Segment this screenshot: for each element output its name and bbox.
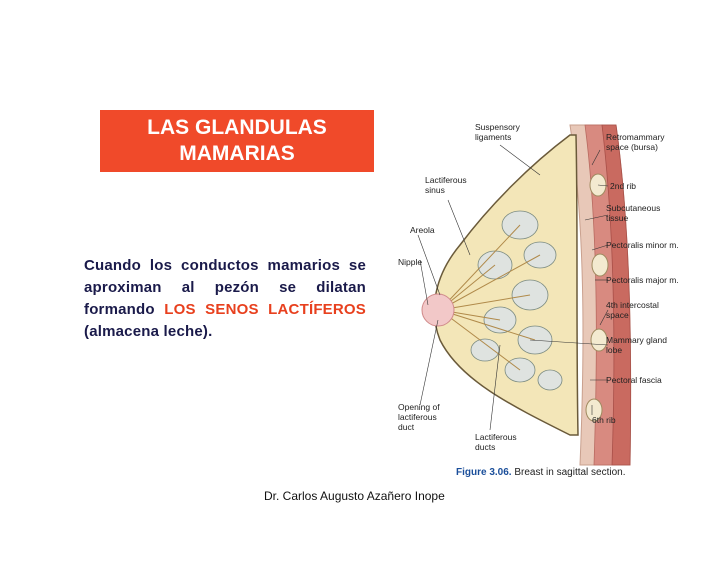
label-subcutaneous-2: tissue [606,213,628,223]
breast-sagittal-figure: Suspensory ligaments Retromammary space … [380,105,720,480]
caption-bold: Figure 3.06. [456,467,512,478]
label-opening-3: duct [398,422,415,432]
label-mammary-lobe-2: lobe [606,345,622,355]
label-pectoralis-major: Pectoralis major m. [606,275,679,285]
slide-footer-author: Dr. Carlos Augusto Azañero Inope [264,489,445,503]
title-line-2: MAMARIAS [179,142,295,165]
label-6th-rib: 6th rib [592,415,616,425]
label-lactiferous-sinus-2: sinus [425,185,445,195]
label-suspensory-1: Suspensory [475,122,521,132]
figure-caption: Figure 3.06. Breast in sagittal section. [456,467,626,478]
body-paragraph: Cuando los conductos mamarios se aproxim… [84,255,366,343]
label-lact-ducts-2: ducts [475,442,495,452]
label-mammary-lobe-1: Mammary gland [606,335,667,345]
slide-title: LAS GLANDULAS MAMARIAS [100,110,374,172]
body-text-part-2: (almacena leche). [84,323,213,340]
caption-text: Breast in sagittal section. [512,467,626,478]
label-lact-ducts-1: Lactiferous [475,432,517,442]
label-pectoralis-minor: Pectoralis minor m. [606,240,679,250]
label-2nd-rib: 2nd rib [610,181,636,191]
label-retromammary-1: Retromammary [606,132,665,142]
label-intercostal-1: 4th intercostal [606,300,659,310]
label-retromammary-2: space (bursa) [606,142,658,152]
body-highlight: LOS SENOS LACTÍFEROS [164,301,366,318]
title-line-1: LAS GLANDULAS [147,116,327,139]
body-text-part-1: Cuando los conductos mamarios se aproxim… [84,257,366,318]
label-pectoral-fascia: Pectoral fascia [606,375,662,385]
label-opening-1: Opening of [398,402,440,412]
label-lactiferous-sinus-1: Lactiferous [425,175,467,185]
label-suspensory-2: ligaments [475,132,511,142]
figure-labels: Suspensory ligaments Retromammary space … [398,122,679,452]
breast-anatomy-illustration: Suspensory ligaments Retromammary space … [398,122,679,478]
label-areola: Areola [410,225,435,235]
label-nipple: Nipple [398,257,422,267]
label-subcutaneous-1: Subcutaneous [606,203,660,213]
label-opening-2: lactiferous [398,412,437,422]
label-intercostal-2: space [606,310,629,320]
